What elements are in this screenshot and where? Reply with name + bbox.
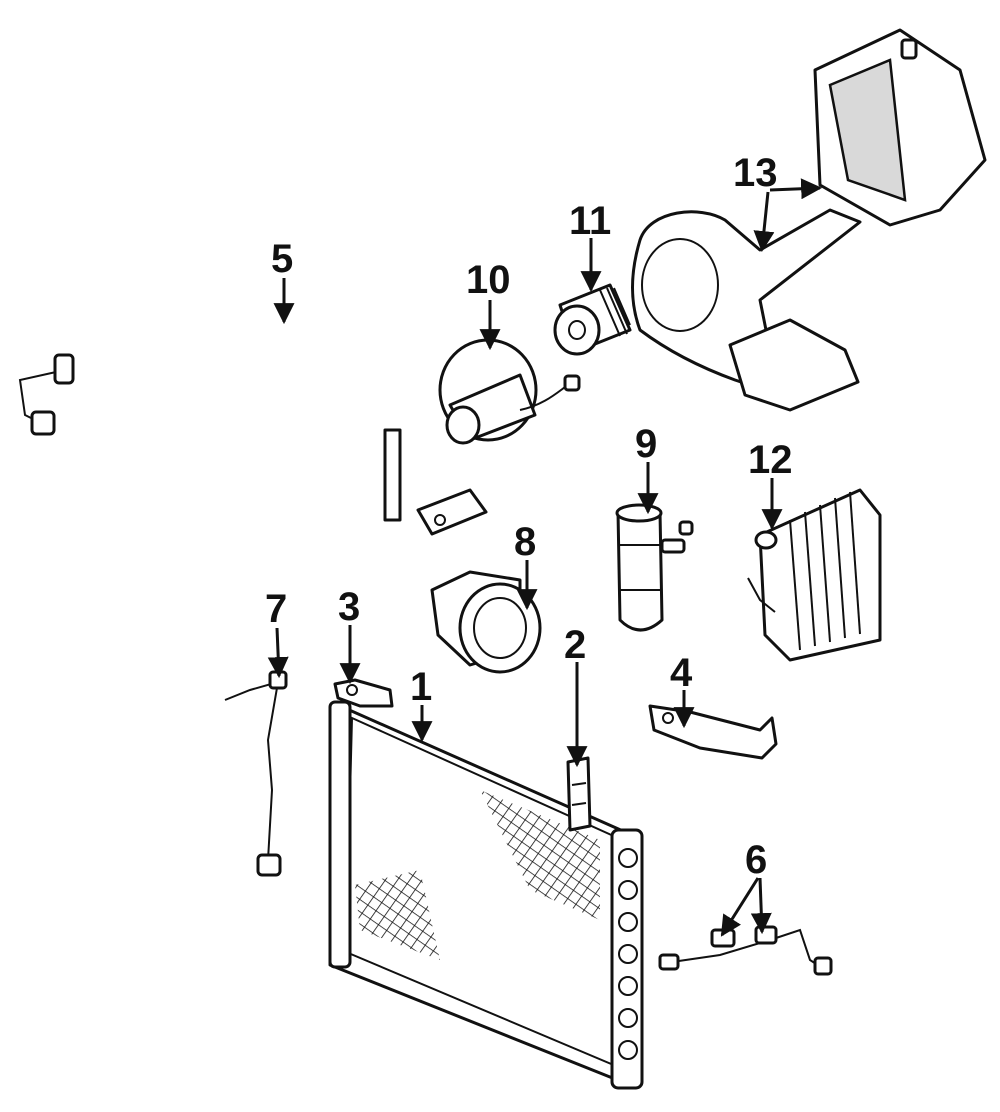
callout-5: 5 xyxy=(271,237,293,281)
compressor-part[interactable] xyxy=(430,570,542,674)
callout-1: 1 xyxy=(410,665,432,709)
bracket-part[interactable] xyxy=(648,704,778,760)
callout-3: 3 xyxy=(338,585,360,629)
liquid-line-part[interactable] xyxy=(658,925,833,976)
callout-9: 9 xyxy=(635,422,657,466)
blower-housing-part[interactable] xyxy=(631,28,987,412)
callout-7: 7 xyxy=(265,587,287,631)
evaporator-part[interactable] xyxy=(747,488,882,662)
callout-8: 8 xyxy=(514,520,536,564)
discharge-line-part[interactable] xyxy=(224,670,288,877)
hose-assembly-part[interactable] xyxy=(18,313,488,536)
callout-6: 6 xyxy=(745,838,767,882)
callout-2: 2 xyxy=(564,623,586,667)
bracket-small-part[interactable] xyxy=(566,756,592,832)
leader-lines xyxy=(267,178,823,937)
callout-4: 4 xyxy=(670,651,693,695)
callout-10: 10 xyxy=(466,258,511,302)
accumulator-part[interactable] xyxy=(615,503,694,632)
callout-11: 11 xyxy=(569,199,611,243)
condenser-part[interactable] xyxy=(328,700,644,1090)
blower-motor-part[interactable] xyxy=(438,338,581,445)
blower-wheel-part[interactable] xyxy=(553,283,632,356)
callout-labels: 1 2 3 4 5 6 7 8 9 10 11 12 13 xyxy=(265,151,793,882)
callout-13: 13 xyxy=(733,151,778,195)
callout-12: 12 xyxy=(748,438,793,482)
